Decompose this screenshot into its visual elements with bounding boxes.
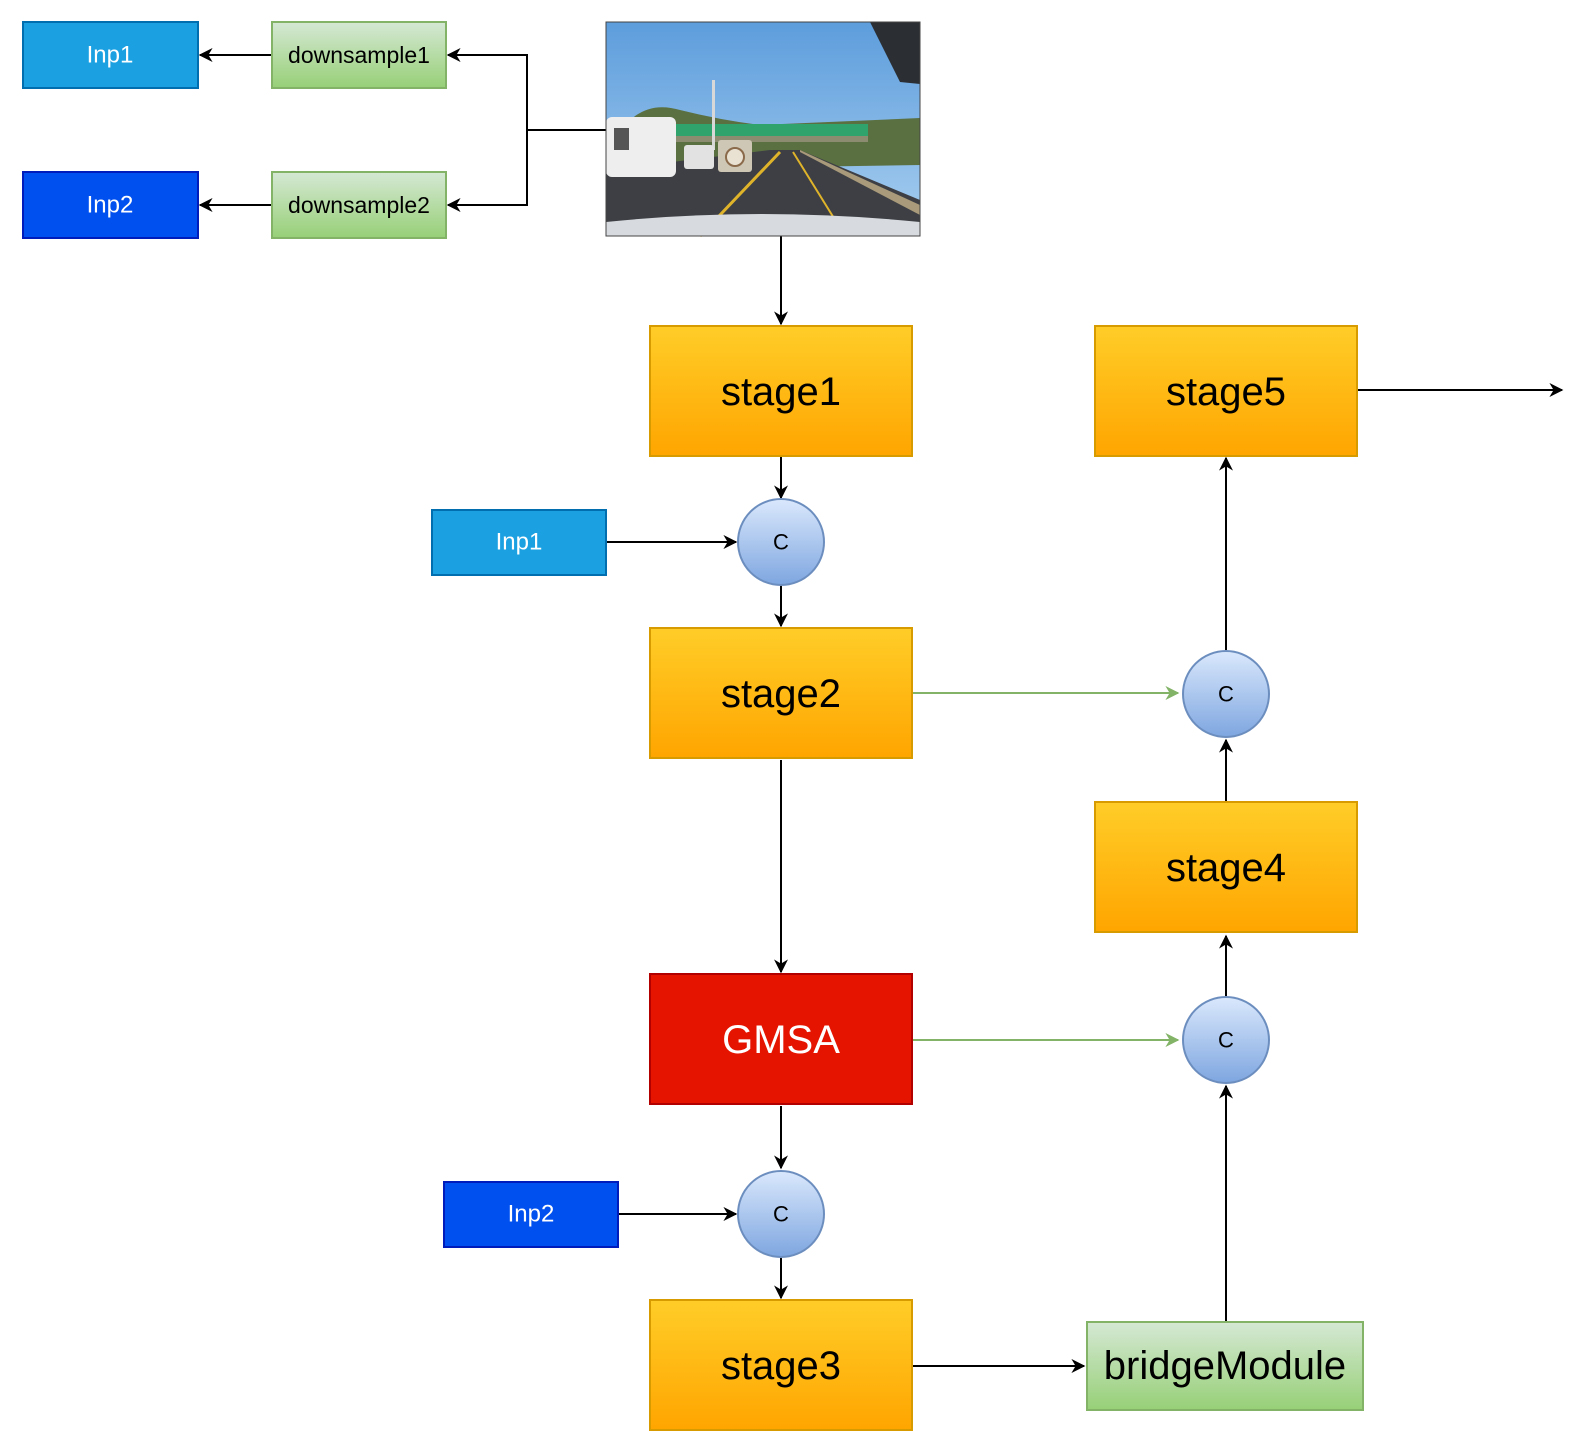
node-label: stage2 <box>721 672 841 716</box>
node-label: GMSA <box>722 1018 840 1062</box>
node-label: bridgeModule <box>1104 1344 1346 1388</box>
node-label: stage4 <box>1166 846 1286 890</box>
node-label: C <box>1218 682 1234 707</box>
node-stage1[interactable]: stage1 <box>649 325 913 457</box>
node-label: stage5 <box>1166 370 1286 414</box>
node-label: Inp2 <box>87 192 134 219</box>
node-stage3[interactable]: stage3 <box>649 1299 913 1431</box>
node-label: C <box>1218 1028 1234 1053</box>
concat-node-4[interactable]: C <box>1182 996 1270 1084</box>
node-inp1-top[interactable]: Inp1 <box>22 21 199 89</box>
concat-node-1[interactable]: C <box>737 498 825 586</box>
node-label: stage3 <box>721 1344 841 1388</box>
node-label: C <box>773 1202 789 1227</box>
node-stage5[interactable]: stage5 <box>1094 325 1358 457</box>
edge-image-to-downsample2 <box>446 130 528 212</box>
node-label: Inp2 <box>508 1201 555 1228</box>
concat-node-2[interactable]: C <box>737 1170 825 1258</box>
node-label: Inp1 <box>496 529 543 556</box>
node-label: downsample1 <box>288 42 430 68</box>
node-stage4[interactable]: stage4 <box>1094 801 1358 933</box>
node-inp2-mid[interactable]: Inp2 <box>443 1181 619 1248</box>
node-label: C <box>773 530 789 555</box>
edges <box>198 48 1564 1373</box>
node-downsample2[interactable]: downsample2 <box>271 171 447 239</box>
node-bridge-module[interactable]: bridgeModule <box>1086 1321 1364 1411</box>
concat-node-3[interactable]: C <box>1182 650 1270 738</box>
edge-image-to-downsample1 <box>446 48 606 131</box>
road-scene-image[interactable] <box>605 21 921 238</box>
node-inp2-top[interactable]: Inp2 <box>22 171 199 239</box>
node-stage2[interactable]: stage2 <box>649 627 913 759</box>
node-downsample1[interactable]: downsample1 <box>271 21 447 89</box>
node-label: downsample2 <box>288 192 430 218</box>
node-inp1-mid[interactable]: Inp1 <box>431 509 607 576</box>
node-label: stage1 <box>721 370 841 414</box>
node-label: Inp1 <box>87 42 134 69</box>
node-gmsa[interactable]: GMSA <box>649 973 913 1105</box>
